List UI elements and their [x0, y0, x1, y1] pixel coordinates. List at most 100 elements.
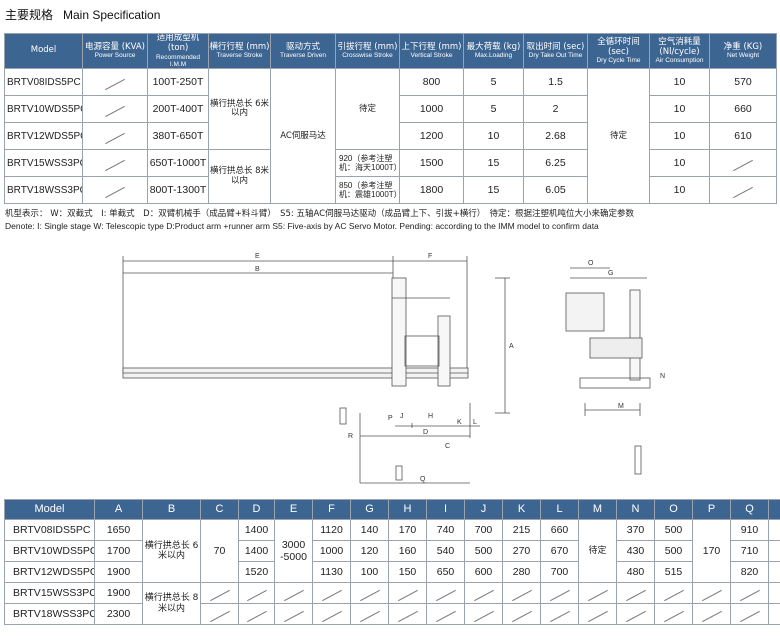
- spec-header: 电源容量 (KVA)Power Source: [82, 32, 148, 70]
- dim-o: 500: [654, 540, 693, 562]
- spec-load: 15: [463, 176, 524, 205]
- dim-header: N: [616, 499, 655, 520]
- dim-g: 100: [350, 561, 389, 583]
- dim-header: E: [274, 499, 313, 520]
- dim-b: 横行拱总长 6米以内: [142, 519, 201, 583]
- dim-g: 140: [350, 519, 389, 541]
- spec-vertical: 1800: [399, 176, 464, 205]
- dim-label-N: N: [660, 373, 665, 380]
- dim-header: Model: [4, 499, 95, 520]
- dim-h: 160: [388, 540, 427, 562]
- dim-f: 1120: [312, 519, 351, 541]
- dim-h: 150: [388, 561, 427, 583]
- dim-label-I: I: [411, 423, 413, 430]
- dim-label-O: O: [588, 260, 594, 267]
- spec-air: 10: [649, 68, 710, 97]
- spec-model: BRTV12WDS5PC: [4, 122, 83, 151]
- spec-load: 5: [463, 95, 524, 124]
- spec-weight: 660: [709, 95, 777, 124]
- spec-weight: [709, 149, 777, 178]
- dim-row: BRTV10WDS5PC 1700 1400 1000 120 160 540 …: [4, 540, 780, 562]
- spec-load: 5: [463, 68, 524, 97]
- dim-label-B: B: [255, 266, 260, 273]
- dim-b: 横行拱总长 8米以内: [142, 582, 201, 625]
- spec-header: 净重 (KG)Net Weight: [709, 32, 777, 70]
- dim-label-M: M: [618, 403, 624, 410]
- spec-power: [82, 149, 148, 178]
- dim-e: 3000 -5000: [274, 519, 313, 583]
- dim-row: BRTV15WSS3PC 1900 横行拱总长 8米以内: [4, 582, 780, 625]
- dimension-drawing: E B F A R P J I H D K L C Q O G N M: [122, 253, 665, 484]
- dim-q: 820: [730, 561, 769, 583]
- spec-takeout: 6.25: [523, 149, 588, 178]
- dim-header: P: [692, 499, 731, 520]
- dim-a: 2300: [94, 603, 143, 625]
- dim-row: BRTV08IDS5PC 1650 横行拱总长 6米以内 70 1400 300…: [4, 519, 780, 583]
- dim-header: H: [388, 499, 427, 520]
- spec-takeout: 1.5: [523, 68, 588, 97]
- dim-c: 70: [200, 519, 239, 583]
- dim-r: 1000: [768, 540, 780, 562]
- dim-header: A: [94, 499, 143, 520]
- dim-header: K: [502, 499, 541, 520]
- heading-cn: 主要规格: [5, 8, 54, 22]
- spec-header: 最大荷载 (kg)Max.Loading: [463, 32, 524, 70]
- spec-traverse: 横行拱总长 8米以内: [208, 149, 271, 205]
- spec-row: BRTV18WSS3PC 800T-1300T 850（参考注塑机：震雄1000…: [4, 176, 777, 205]
- spec-imm: 800T-1300T: [147, 176, 209, 205]
- spec-model: BRTV18WSS3PC: [4, 176, 83, 205]
- spec-load: 15: [463, 149, 524, 178]
- spec-row: BRTV08IDS5PC 100T-250T 横行拱总长 6米以内 AC伺服马达…: [4, 68, 777, 205]
- spec-model: BRTV08IDS5PC: [4, 68, 83, 97]
- spec-imm: 100T-250T: [147, 68, 209, 97]
- dim-j: 500: [464, 540, 503, 562]
- dim-model: BRTV08IDS5PC: [4, 519, 95, 541]
- dim-label-C: C: [445, 443, 450, 450]
- dim-model: BRTV15WSS3PC: [4, 582, 95, 604]
- dimension-table: Model A B C D E F G H I J K L M N O P Q …: [4, 499, 780, 625]
- spec-weight: [709, 176, 777, 205]
- dim-label-Q: Q: [420, 476, 426, 483]
- dim-a: 1700: [94, 540, 143, 562]
- dim-header: R: [768, 499, 780, 520]
- dim-g: 120: [350, 540, 389, 562]
- spec-crosswise: 待定: [335, 68, 400, 151]
- dim-n: 370: [616, 519, 655, 541]
- dim-l: 670: [540, 540, 579, 562]
- dim-k: 270: [502, 540, 541, 562]
- dim-d: 1400: [238, 540, 275, 562]
- dim-a: 1900: [94, 561, 143, 583]
- heading-en: Main Specification: [63, 8, 161, 22]
- spec-header: 横行行程 (mm)Traverse Stroke: [208, 32, 271, 70]
- spec-air: 10: [649, 122, 710, 151]
- dim-header: O: [654, 499, 693, 520]
- dim-header: L: [540, 499, 579, 520]
- dim-j: 600: [464, 561, 503, 583]
- dim-m: 待定: [578, 519, 617, 583]
- dim-a: 1900: [94, 582, 143, 604]
- dim-row: BRTV12WDS5PC 1900 1520 1130 100 150 650 …: [4, 561, 780, 583]
- spec-traverse: 横行拱总长 6米以内: [208, 68, 271, 151]
- dim-q: 910: [730, 519, 769, 541]
- spec-air: 10: [649, 95, 710, 124]
- model-notes-en: Denote: I: Single stage W: Telescopic ty…: [5, 221, 599, 231]
- spec-power: [82, 68, 148, 97]
- spec-cycle: 待定: [587, 68, 650, 205]
- dim-label-K: K: [457, 419, 462, 426]
- spec-header: 取出时间 (sec)Dry Take Out Time: [523, 32, 588, 70]
- spec-header: 全循环时间 (sec)Dry Cycle Time: [587, 32, 650, 70]
- dim-header-row: Model A B C D E F G H I J K L M N O P Q …: [4, 499, 780, 520]
- spec-crosswise: 850（参考注塑机：震雄1000T）: [335, 176, 400, 205]
- dim-header: D: [238, 499, 275, 520]
- spec-imm: 650T-1000T: [147, 149, 209, 178]
- dim-f: 1000: [312, 540, 351, 562]
- spec-power: [82, 176, 148, 205]
- spec-weight: 570: [709, 68, 777, 97]
- spec-row: BRTV15WSS3PC 650T-1000T 横行拱总长 8米以内 920（参…: [4, 149, 777, 205]
- spec-air: 10: [649, 149, 710, 178]
- spec-driven: AC伺服马达: [270, 68, 336, 205]
- dim-label-P: P: [388, 415, 393, 422]
- dim-label-H: H: [428, 413, 433, 420]
- dim-r: 1200: [768, 561, 780, 583]
- page-heading: 主要规格 Main Specification: [5, 6, 160, 23]
